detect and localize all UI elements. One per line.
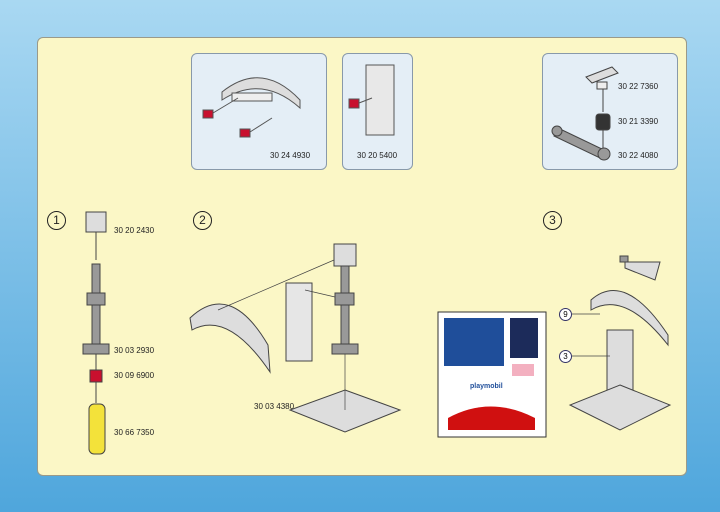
sticker-sheet: playmobil: [437, 311, 547, 438]
part-number: 30 22 4080: [618, 151, 659, 160]
part-number: 30 24 4930: [270, 151, 311, 160]
step3-assembly: [568, 255, 672, 431]
part-number: 30 03 2930: [114, 346, 155, 355]
part-number: 30 03 4380: [254, 402, 295, 411]
step-number-1: 1: [47, 211, 66, 230]
step1-pole: [82, 211, 110, 455]
step-number-2: 2: [193, 211, 212, 230]
sticker-brand: playmobil: [470, 383, 503, 390]
callout-3: 3: [559, 350, 572, 363]
part-number: 30 22 7360: [618, 82, 659, 91]
parts-box-1: [191, 53, 327, 170]
part-number: 30 09 6900: [114, 371, 155, 380]
step2-assembly: [189, 243, 402, 433]
sign-board-part: [202, 77, 301, 138]
part-number: 30 20 2430: [114, 226, 155, 235]
part-number: 30 66 7350: [114, 428, 155, 437]
step-number-3: 3: [543, 211, 562, 230]
part-number: 30 21 3390: [618, 117, 659, 126]
callout-9: 9: [559, 308, 572, 321]
panel-part: [348, 64, 395, 136]
lamp-arm-parts: [551, 66, 619, 161]
part-number: 30 20 5400: [357, 151, 398, 160]
